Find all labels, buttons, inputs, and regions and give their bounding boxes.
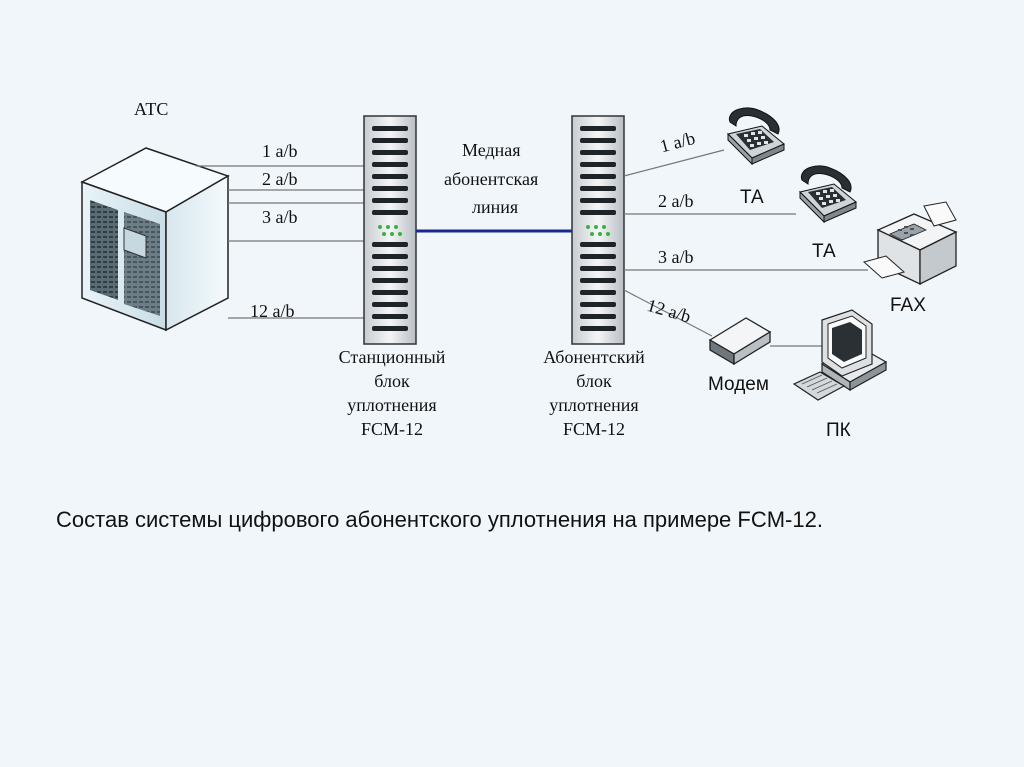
atc-cube-icon [80,147,230,332]
telephone-2-icon [799,165,857,224]
slide-caption: Состав системы цифрового абонентского уп… [56,507,823,532]
station-block-line-4: FCM-12 [360,419,423,439]
left-line-2-label: 2 a/b [262,169,298,189]
station-block-caption: Станционный блок уплотнения FCM-12 [312,345,472,441]
right-line-3-label: 3 a/b [658,247,694,267]
subscriber-block-line-2: блок [576,371,612,391]
modem-icon [708,317,772,366]
subscriber-block-rack-icon [571,115,625,345]
ta2-label: ТА [812,241,836,262]
modem-label: Модем [708,374,769,395]
subscriber-block-line-1: Абонентский [543,347,645,367]
left-line-1-label: 1 a/b [262,141,298,161]
subscriber-block-line-4: FCM-12 [562,419,625,439]
subscriber-block-line-3: уплотнения [549,395,639,415]
left-line-12-label: 12 a/b [250,301,295,321]
station-block-line-3: уплотнения [347,395,437,415]
station-block-line-1: Станционный [338,347,446,367]
station-block-line-2: блок [374,371,410,391]
atc-label: АТС [134,99,169,119]
left-line-3-label: 3 a/b [262,207,298,227]
right-ab-lines [623,149,868,347]
telephone-1-icon [727,107,785,166]
fax-label: FAX [890,295,926,316]
station-block-rack-icon [363,115,417,345]
pc-icon [792,309,888,401]
subscriber-block-caption: Абонентский блок уплотнения FCM-12 [514,345,674,441]
copper-line-label-2: абонентская [444,169,539,189]
ta1-label: ТА [740,187,764,208]
right-line-2-label: 2 a/b [658,191,694,211]
copper-line-label-1: Медная [462,140,521,160]
pc-label: ПК [826,420,851,441]
fax-icon [862,201,958,286]
copper-line-label-3: линия [472,197,519,217]
left-ab-lines [196,165,364,319]
